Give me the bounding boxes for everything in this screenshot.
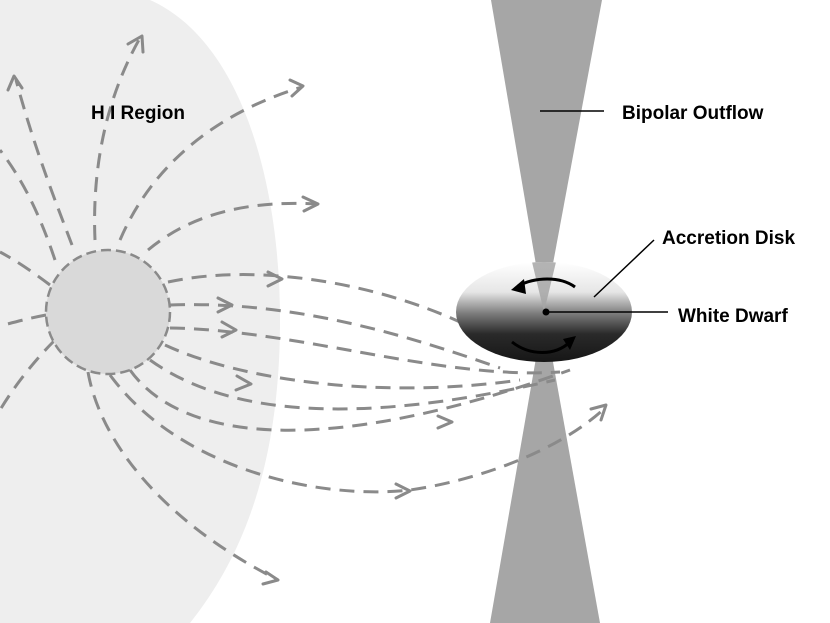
arrowhead-icon xyxy=(589,403,608,422)
white-dwarf xyxy=(542,308,550,316)
flow-line xyxy=(93,37,142,241)
flow-line xyxy=(169,326,561,375)
flow-line xyxy=(164,343,521,390)
flow-line xyxy=(0,313,47,328)
arrowhead-icon xyxy=(301,195,320,213)
rotation-arrow-icon xyxy=(511,279,526,294)
arrowhead-icon xyxy=(216,296,234,314)
flow-line xyxy=(108,374,607,494)
arrowhead-icon xyxy=(234,374,253,392)
flow-arrowheads xyxy=(6,34,608,586)
flow-line xyxy=(86,371,279,582)
bipolar-outflow xyxy=(490,0,602,623)
outflow-upper-cone xyxy=(491,0,602,312)
flow-line xyxy=(128,368,571,432)
rotation-arrow-icon xyxy=(511,340,572,354)
flow-line xyxy=(0,250,51,287)
outflow-through-disk xyxy=(532,262,556,312)
arrowhead-icon xyxy=(220,320,238,339)
flow-line xyxy=(149,358,556,411)
accretion-disk xyxy=(456,262,632,362)
outflow-lower-cone xyxy=(490,312,600,623)
star xyxy=(44,248,172,376)
leader-line-accretion-disk xyxy=(593,239,655,298)
flow-line xyxy=(0,149,57,261)
flow-line xyxy=(147,201,319,252)
arrowhead-icon xyxy=(266,270,284,288)
label-bipolar-outflow: Bipolar Outflow xyxy=(622,103,764,124)
flow-line xyxy=(169,303,501,370)
arrowhead-icon xyxy=(288,78,305,98)
label-accretion-disk: Accretion Disk xyxy=(662,228,795,249)
leader-lines xyxy=(540,110,668,313)
arrowhead-icon xyxy=(6,74,24,92)
arrowhead-icon xyxy=(261,570,280,586)
arrowhead-icon xyxy=(126,34,145,54)
arrowhead-icon xyxy=(394,482,412,500)
arrowhead-icon xyxy=(436,414,454,430)
label-hi-region: H I Region xyxy=(91,103,185,124)
label-white-dwarf: White Dwarf xyxy=(678,306,788,327)
flow-line xyxy=(118,85,303,241)
flow-line xyxy=(14,79,74,246)
rotation-arrow-icon xyxy=(563,336,576,350)
flow-lines xyxy=(0,37,607,582)
flow-line xyxy=(0,338,57,411)
